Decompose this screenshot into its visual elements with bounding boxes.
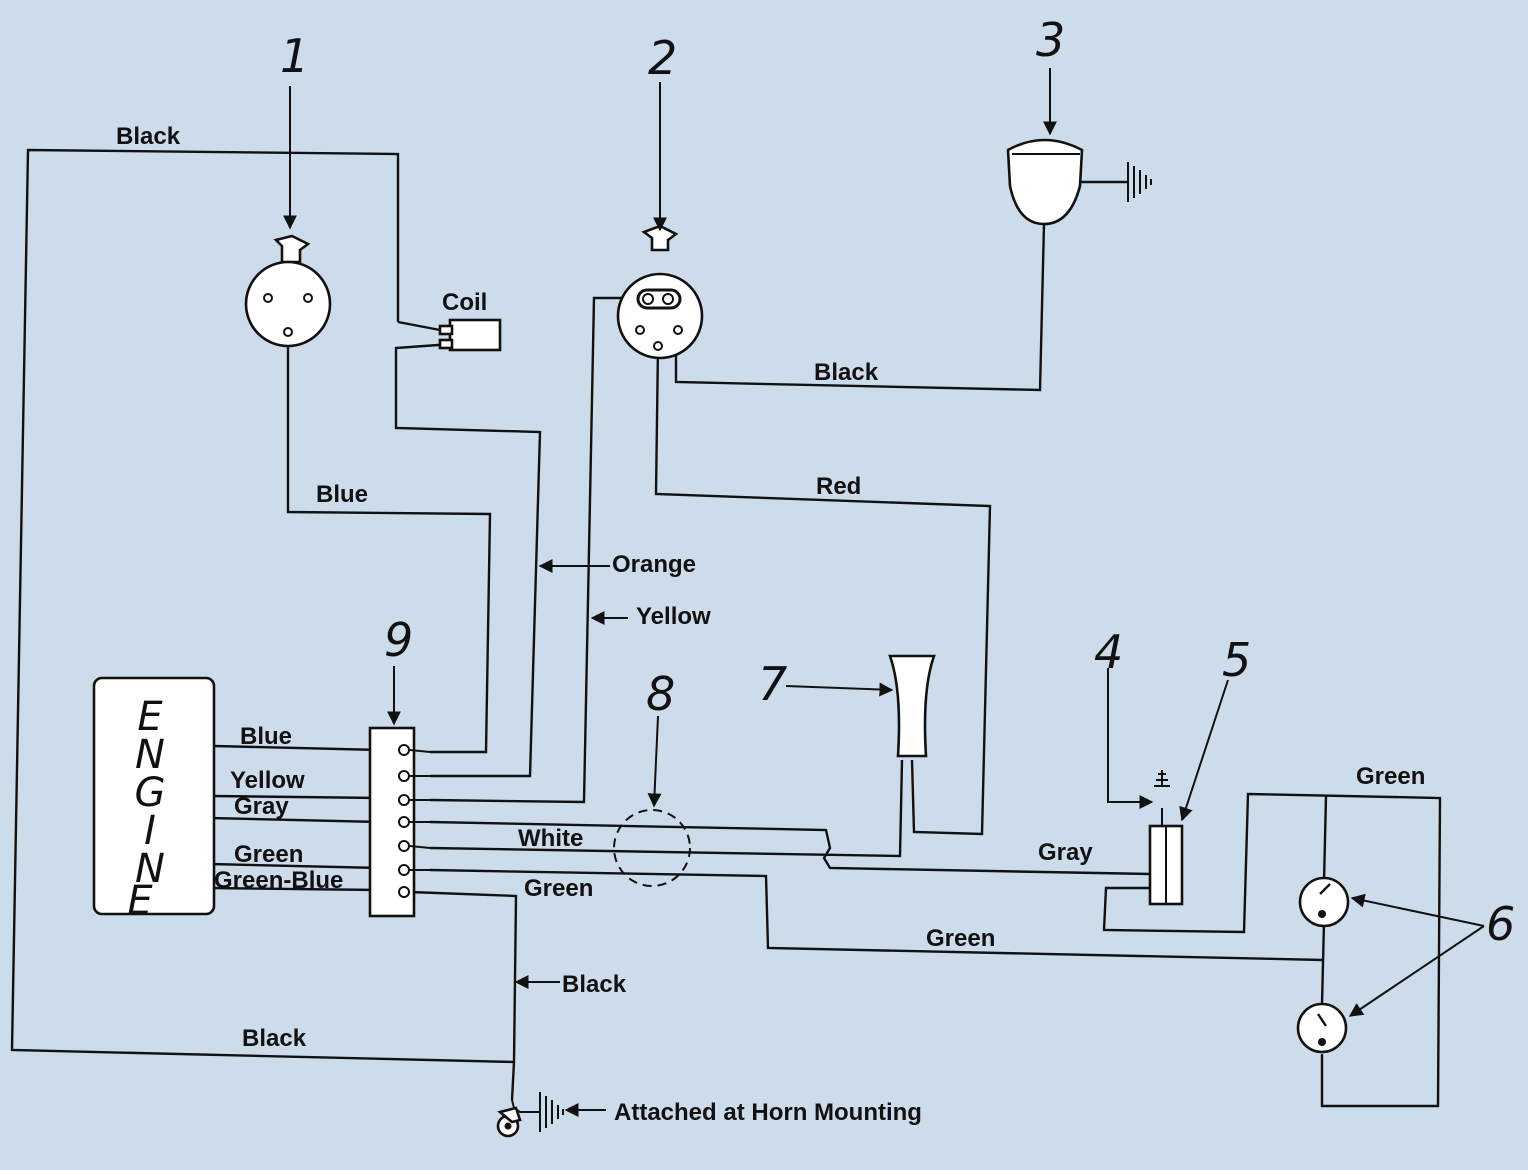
wires (10, 148, 1442, 1108)
label-yellow-engine: Yellow (230, 767, 305, 794)
wire-green-drop (1322, 795, 1328, 883)
label-black-mid: Black (814, 359, 879, 386)
coil (397, 318, 502, 352)
wire-orange (394, 342, 542, 778)
wire-red (654, 345, 992, 836)
label-orange: Orange (612, 551, 696, 578)
engine-block: E N G I N E (92, 676, 216, 924)
connector-8 (613, 809, 691, 887)
label-black-top: Black (116, 123, 181, 150)
engine-letter: E (127, 878, 153, 924)
callout-2: 2 (648, 31, 677, 85)
label-blue-engine: Blue (240, 723, 292, 750)
wire-white (429, 759, 904, 858)
label-black-ground: Black (562, 971, 627, 998)
engine-letter: N (135, 846, 165, 892)
terminal-strip (368, 726, 431, 918)
callout-8: 8 (646, 667, 675, 721)
coil-label: Coil (442, 289, 487, 316)
label-white: White (518, 825, 583, 852)
engine-lead-green-blue (209, 886, 381, 892)
lamp-6-upper (1298, 876, 1350, 928)
horn-ground (496, 1092, 564, 1138)
engine-letter: E (137, 694, 163, 740)
wire-labels: Black Blue Orange Yellow Black Red Green… (116, 123, 1425, 1126)
wire-green-lower (429, 868, 1325, 962)
wire-black-ground (409, 890, 518, 1101)
engine-lead-blue (213, 744, 381, 752)
callout-6: 6 (1486, 897, 1515, 951)
label-green-lower: Green (926, 925, 995, 952)
engine-lead-green (209, 862, 381, 870)
label-gray-engine: Gray (234, 793, 289, 820)
label-red: Red (816, 473, 861, 500)
callout-5: 5 (1222, 633, 1251, 687)
callout-arrows (283, 68, 1485, 1117)
wire-green-loop (1102, 792, 1442, 1108)
callout-3: 3 (1036, 13, 1065, 67)
label-green-right: Green (1356, 763, 1425, 790)
engine-letter: I (144, 808, 156, 854)
lamp-6-lower (1296, 1002, 1348, 1054)
label-horn-mounting: Attached at Horn Mounting (614, 1099, 922, 1126)
callout-7: 7 (758, 657, 787, 711)
label-green-terminal: Green (524, 875, 593, 902)
engine-letter: N (135, 732, 165, 778)
horn-7 (888, 654, 936, 758)
wire-yellow (429, 296, 636, 804)
wire-black-upper (674, 223, 1046, 392)
engine-lead-yellow (211, 794, 381, 800)
wire-lamp-link (1320, 921, 1326, 1005)
label-black-bottom: Black (242, 1025, 307, 1052)
label-yellow-upper: Yellow (636, 603, 711, 630)
engine-letter: G (135, 770, 166, 816)
wire-blue (286, 334, 492, 754)
lamp-3 (1006, 138, 1152, 226)
distributor-1 (244, 234, 332, 348)
callout-4: 4 (1094, 625, 1123, 679)
label-gray-right: Gray (1038, 839, 1093, 866)
wire-black-outer (10, 148, 515, 1064)
distributor-2 (616, 224, 704, 360)
wire-gray (429, 820, 1151, 876)
engine-lead-gray (209, 816, 381, 824)
label-blue-upper: Blue (316, 481, 368, 508)
switch-5 (1148, 770, 1184, 906)
callout-1: 1 (280, 29, 309, 83)
label-green-engine: Green (234, 841, 303, 868)
callout-9: 9 (384, 613, 413, 667)
label-green-blue-engine: Green-Blue (214, 867, 343, 894)
